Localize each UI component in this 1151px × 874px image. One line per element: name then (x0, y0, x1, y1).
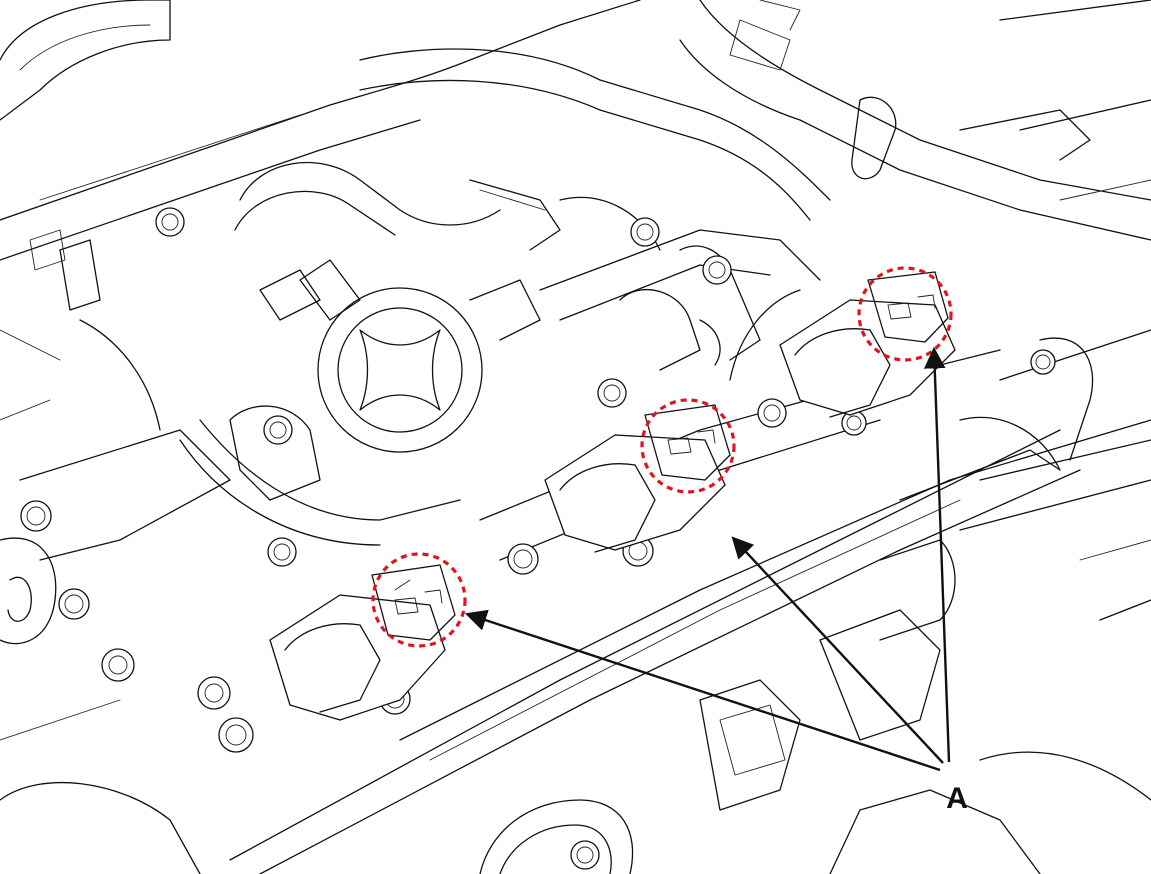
bolt-icon (757, 398, 787, 428)
bolt-icon (101, 648, 135, 682)
ignition-coil-3 (779, 271, 956, 418)
bolt-icon (267, 537, 297, 567)
callout-label-a: A (946, 782, 968, 815)
bolt-icon (630, 217, 660, 247)
arrow-to-coil-3 (923, 346, 951, 763)
highlight-circle-coil-2 (640, 398, 736, 494)
leader-arrows (464, 346, 951, 772)
bolt-icon (702, 255, 732, 285)
bolts (20, 207, 1056, 870)
bolt-icon (197, 676, 231, 710)
ignition-coil-2 (544, 404, 731, 553)
bolt-icon (597, 378, 627, 408)
bolt-icon (20, 500, 52, 532)
highlight-circle-coil-3 (857, 266, 953, 362)
bolt-icon (841, 410, 867, 436)
arrow-to-coil-2 (731, 536, 944, 764)
bolt-icon (1030, 349, 1056, 375)
ignition-coil-1 (269, 564, 456, 721)
highlight-circles (371, 266, 953, 648)
bolt-icon (58, 588, 90, 620)
arrow-to-coil-1 (464, 609, 941, 772)
bolt-icon (263, 415, 293, 445)
highlight-circle-coil-1 (371, 552, 467, 648)
bolt-icon (507, 543, 539, 575)
bolt-icon (218, 717, 254, 753)
bolt-icon (155, 207, 185, 237)
bolt-icon (570, 840, 600, 870)
